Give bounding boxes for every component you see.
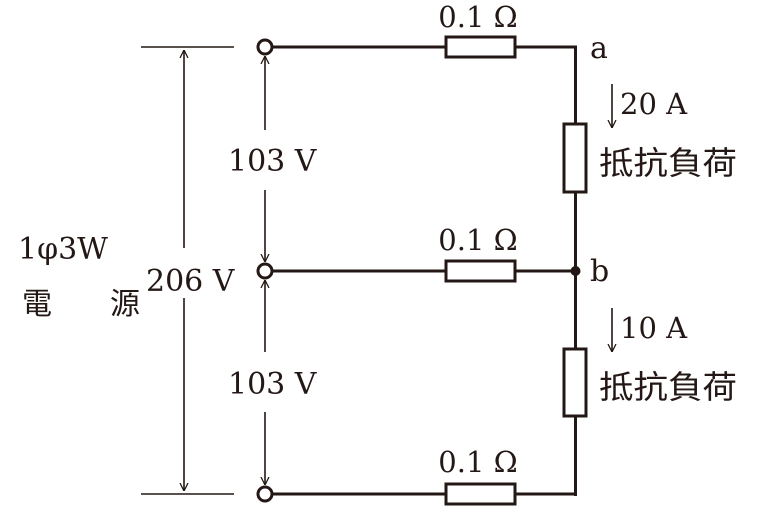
- bottom-wire: [272, 416, 577, 496]
- resistor-middle-label: 0.1 Ω: [438, 223, 517, 257]
- upper-voltage-label: 103 V: [228, 144, 318, 179]
- source-label-line2: 電 源: [22, 287, 140, 322]
- terminal-bottom: [256, 485, 274, 503]
- source-label-line1: 1φ3W: [18, 232, 108, 267]
- top-wire: [272, 45, 577, 124]
- terminal-top: [256, 38, 274, 56]
- load-resistor-upper: [562, 122, 588, 194]
- node-a-label: a: [590, 31, 608, 66]
- resistor-bottom-label: 0.1 Ω: [438, 445, 517, 479]
- lower-voltage-label: 103 V: [228, 367, 318, 402]
- terminal-middle: [256, 262, 274, 280]
- resistor-middle: [444, 259, 517, 283]
- resistor-bottom: [444, 482, 517, 506]
- total-voltage-label: 206 V: [146, 264, 236, 299]
- load-lower-label: 抵抗負荷: [599, 368, 737, 406]
- resistor-top-label: 0.1 Ω: [438, 0, 517, 34]
- load-upper-label: 抵抗負荷: [599, 144, 737, 182]
- current-lower-label: 10 A: [620, 311, 688, 345]
- node-b-dot: [570, 266, 581, 276]
- load-resistor-lower: [562, 347, 588, 418]
- current-upper-label: 20 A: [620, 87, 688, 121]
- middle-wire: [272, 192, 577, 349]
- resistor-top: [444, 35, 517, 59]
- node-b-label: b: [590, 254, 609, 289]
